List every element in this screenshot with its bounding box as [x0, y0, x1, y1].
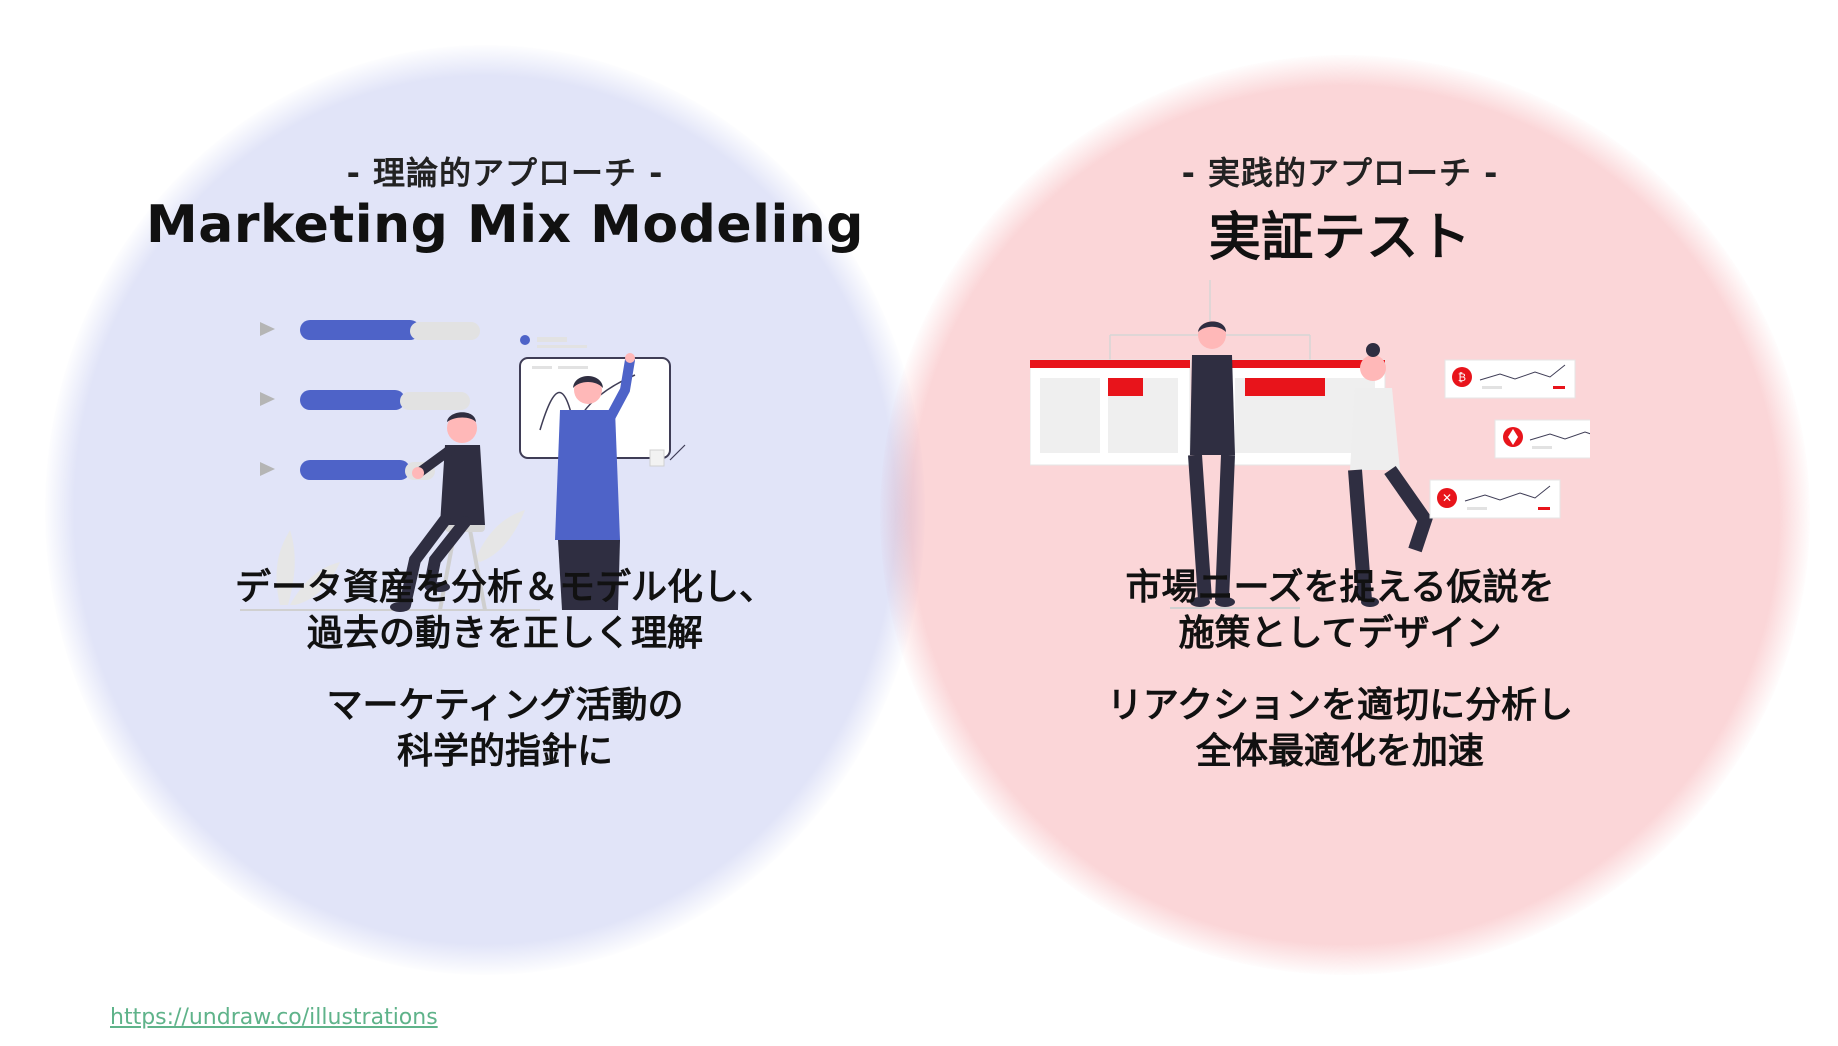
practice-title: 実証テスト [1208, 208, 1472, 268]
theory-panel: - 理論的アプローチ - Marketing Mix Modeling [110, 0, 900, 1046]
right-background-circle [880, 55, 1810, 975]
standing-person-woman [1348, 343, 1433, 607]
browser-window-1 [1030, 359, 1191, 466]
bar-pencil-1 [260, 320, 480, 340]
theory-title: Marketing Mix Modeling [145, 195, 865, 255]
practice-desc-line: 市場ニーズを捉える仮説を [1125, 567, 1555, 608]
practice-panel: - 実践的アプローチ - 実証テスト [940, 0, 1740, 1046]
theory-desc-line: 科学的指針に [396, 731, 613, 772]
ethereum-icon [1508, 429, 1518, 445]
theory-description-2: マーケティング活動の 科学的指針に [110, 683, 900, 775]
experiment-illustration: ₿ ✕ [1030, 280, 1590, 609]
standing-person-suit [1188, 321, 1235, 607]
data-analysis-illustration [240, 320, 686, 612]
theory-desc-line: データ資産を分析＆モデル化し、 [234, 567, 775, 608]
stat-card-ethereum [1494, 419, 1590, 459]
standing-person-blue [555, 353, 635, 610]
illustration-credit-link[interactable]: https://undraw.co/illustrations [110, 1005, 438, 1030]
theory-description-1: データ資産を分析＆モデル化し、 過去の動きを正しく理解 [110, 565, 900, 657]
bar-pencil-2 [260, 390, 470, 410]
sitting-person [390, 412, 487, 612]
bar-pencil-3 [260, 460, 435, 480]
practice-desc-line: リアクションを適切に分析し [1106, 685, 1574, 726]
practice-desc-line: 全体最適化を加速 [1195, 731, 1484, 772]
practice-subtitle: - 実践的アプローチ - [1181, 154, 1499, 192]
stat-card-bitcoin: ₿ [1444, 359, 1576, 399]
theory-subtitle: - 理論的アプローチ - [346, 154, 664, 192]
practice-desc-line: 施策としてデザイン [1178, 613, 1502, 654]
stat-card-close: ✕ [1429, 479, 1561, 519]
practice-description-2: リアクションを適切に分析し 全体最適化を加速 [940, 683, 1740, 775]
close-icon: ✕ [1442, 491, 1452, 505]
bitcoin-icon: ₿ [1458, 371, 1466, 384]
left-background-circle [45, 45, 925, 975]
theory-desc-line: マーケティング活動の [326, 685, 684, 726]
theory-desc-line: 過去の動きを正しく理解 [306, 613, 703, 654]
practice-description-1: 市場ニーズを捉える仮説を 施策としてデザイン [940, 565, 1740, 657]
